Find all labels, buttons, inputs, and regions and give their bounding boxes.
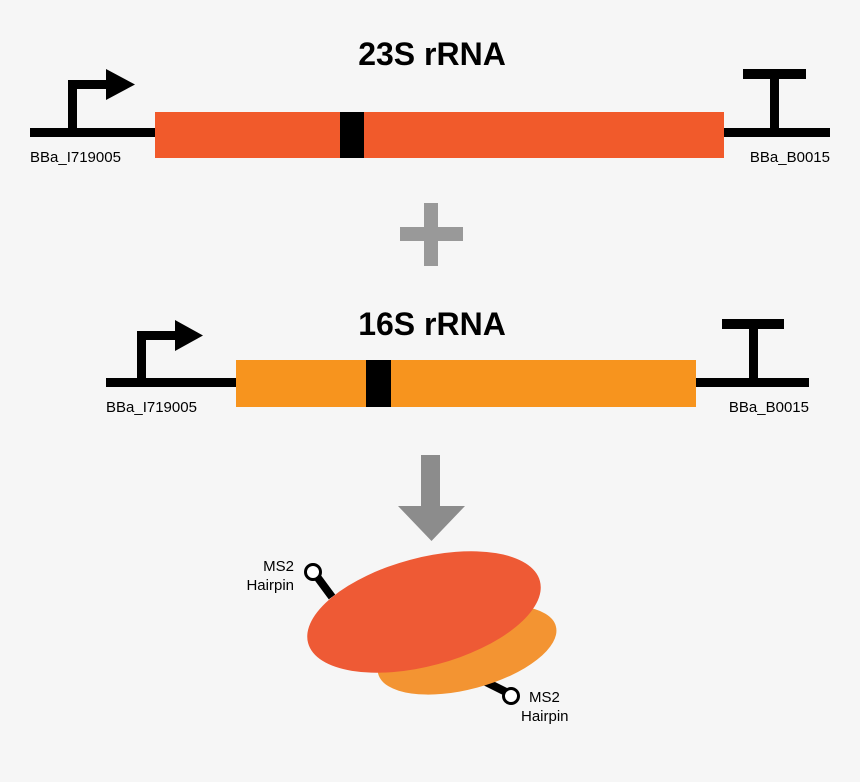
insertion-site-23s xyxy=(340,112,364,158)
down-arrow-icon xyxy=(398,455,465,541)
promoter-icon xyxy=(137,320,203,381)
hairpin-bottom-label-line1: MS2 xyxy=(529,689,560,706)
hairpin-top-label-line2: Hairpin xyxy=(246,577,294,594)
hairpin-bottom-label-line2: Hairpin xyxy=(521,708,569,725)
ribosome: MS2 Hairpin MS2 Hairpin xyxy=(246,551,569,725)
ms2-hairpin-top-icon xyxy=(304,563,336,600)
construct-16s-title: 16S rRNA xyxy=(358,306,506,342)
gene-23s-rrna xyxy=(155,112,724,158)
promoter-label-16s: BBa_I719005 xyxy=(106,399,197,416)
insertion-site-16s xyxy=(366,360,391,407)
construct-23s-title: 23S rRNA xyxy=(358,36,506,72)
hairpin-top-label-line1: MS2 xyxy=(263,558,294,575)
construct-23s: 23S rRNA BBa_I719005 BBa_B0015 xyxy=(30,36,830,166)
gene-16s-rrna xyxy=(236,360,696,407)
plus-icon xyxy=(400,203,463,266)
construct-16s: 16S rRNA BBa_I719005 BBa_B0015 xyxy=(106,306,809,416)
terminator-label-23s: BBa_B0015 xyxy=(750,149,830,166)
terminator-icon xyxy=(722,319,784,380)
promoter-icon xyxy=(68,69,135,130)
large-subunit xyxy=(307,551,541,673)
terminator-icon xyxy=(743,69,806,130)
promoter-label-23s: BBa_I719005 xyxy=(30,149,121,166)
terminator-label-16s: BBa_B0015 xyxy=(729,399,809,416)
